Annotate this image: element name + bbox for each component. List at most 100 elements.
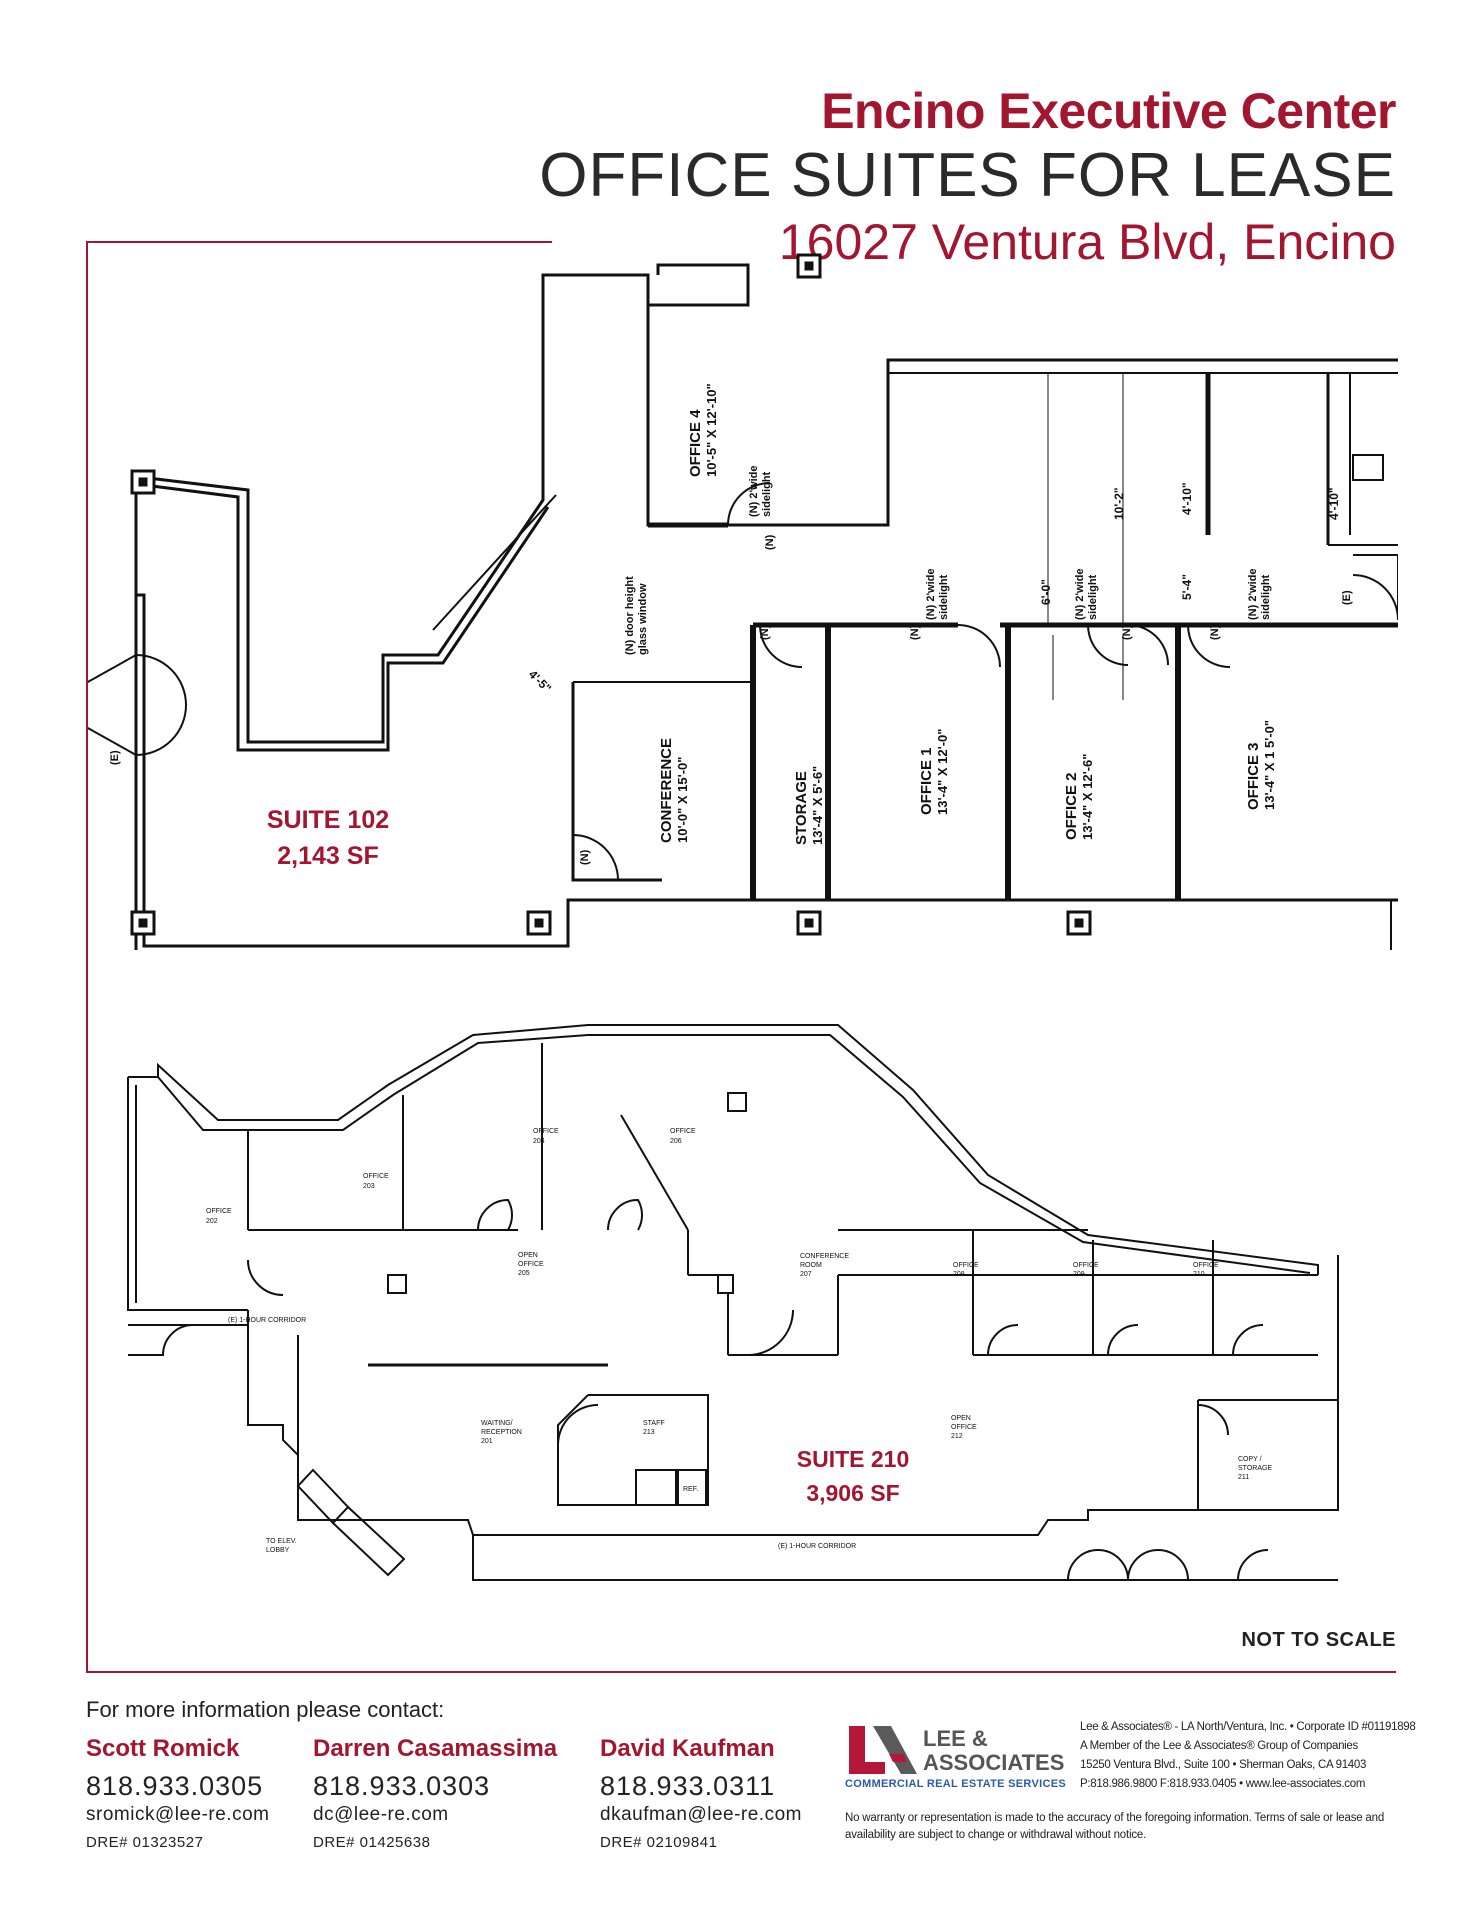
suite-210-area: 3,906 SF bbox=[806, 1480, 899, 1506]
svg-text:sidelight: sidelight bbox=[1087, 574, 1099, 620]
agent-phone[interactable]: 818.933.0311 bbox=[600, 1771, 776, 1801]
svg-text:212: 212 bbox=[951, 1433, 963, 1440]
conference-label: CONFERENCE 10'-0" X 15'-0" bbox=[658, 738, 690, 843]
sidelight-note-office4: (N) 2'wide sidelight bbox=[748, 465, 773, 517]
svg-text:WAITING/: WAITING/ bbox=[481, 1420, 513, 1427]
svg-text:OFFICE 2: OFFICE 2 bbox=[1063, 772, 1080, 840]
office-4-label: OFFICE 4 10'-5" X 12'-10" bbox=[687, 383, 719, 477]
svg-text:OFFICE 4: OFFICE 4 bbox=[687, 409, 704, 477]
suite-102-name: SUITE 102 bbox=[267, 806, 389, 834]
svg-text:(N): (N) bbox=[579, 849, 591, 865]
suite-210-columns bbox=[387, 1092, 747, 1294]
svg-text:OFFICE: OFFICE bbox=[951, 1424, 977, 1431]
page-title: Encino Executive Center bbox=[821, 83, 1396, 139]
svg-text:10'-2": 10'-2" bbox=[1112, 487, 1126, 520]
svg-text:ROOM: ROOM bbox=[800, 1262, 822, 1269]
frame-top-rule bbox=[86, 241, 552, 243]
agent-name: David Kaufman bbox=[600, 1735, 775, 1762]
svg-text:OFFICE: OFFICE bbox=[670, 1128, 696, 1135]
svg-text:4'-10": 4'-10" bbox=[1180, 482, 1194, 515]
agent-dre: DRE# 01323527 bbox=[86, 1834, 204, 1851]
svg-text:OFFICE 1: OFFICE 1 bbox=[918, 747, 935, 815]
firm-line-2: A Member of the Lee & Associates® Group … bbox=[1080, 1740, 1358, 1752]
svg-text:(N): (N) bbox=[1209, 624, 1221, 640]
svg-text:204: 204 bbox=[533, 1138, 545, 1145]
agent-email[interactable]: sromick@lee-re.com bbox=[86, 1804, 270, 1825]
disclaimer: No warranty or representation is made to… bbox=[845, 1812, 1385, 1841]
svg-text:6'-0": 6'-0" bbox=[1039, 579, 1053, 605]
sidelight-note-office3: (N) 2'wide sidelight bbox=[1247, 568, 1272, 620]
svg-text:(N) 2'wide: (N) 2'wide bbox=[925, 568, 937, 620]
svg-text:sidelight: sidelight bbox=[938, 574, 950, 620]
sidelight-note-office2: (N) 2'wide sidelight bbox=[1074, 568, 1099, 620]
frame-bottom-rule bbox=[86, 1671, 1396, 1673]
agent-email[interactable]: dkaufman@lee-re.com bbox=[600, 1804, 802, 1825]
contact-heading: For more information please contact: bbox=[86, 1697, 445, 1722]
svg-text:4'-5": 4'-5" bbox=[526, 667, 554, 695]
svg-text:203: 203 bbox=[363, 1183, 375, 1190]
storage-label: STORAGE 13'-4" X 5'-6" bbox=[793, 766, 825, 845]
svg-text:STORAGE: STORAGE bbox=[1238, 1465, 1272, 1472]
svg-text:(N) door height: (N) door height bbox=[624, 576, 636, 655]
agent-card-kaufman: David Kaufman 818.933.0311 dkaufman@lee-… bbox=[600, 1735, 802, 1851]
svg-text:sidelight: sidelight bbox=[761, 471, 773, 517]
svg-text:(N): (N) bbox=[909, 624, 921, 640]
logo-line-1: LEE & bbox=[923, 1726, 988, 1751]
svg-text:210: 210 bbox=[1193, 1271, 1205, 1278]
firm-line-3: 15250 Ventura Blvd., Suite 100 • Sherman… bbox=[1080, 1759, 1367, 1771]
svg-text:CONFERENCE: CONFERENCE bbox=[800, 1253, 849, 1260]
svg-text:OFFICE: OFFICE bbox=[363, 1173, 389, 1180]
agent-email[interactable]: dc@lee-re.com bbox=[313, 1804, 449, 1825]
svg-text:(E): (E) bbox=[109, 750, 121, 765]
svg-text:OPEN: OPEN bbox=[951, 1415, 971, 1422]
svg-text:OFFICE: OFFICE bbox=[206, 1208, 232, 1215]
agent-phone[interactable]: 818.933.0305 bbox=[86, 1771, 264, 1801]
svg-text:207: 207 bbox=[800, 1271, 812, 1278]
suite-210-room-labels: OFFICE 202 OFFICE 203 OFFICE 204 OFFICE … bbox=[206, 1128, 1272, 1554]
svg-text:OFFICE: OFFICE bbox=[1073, 1262, 1099, 1269]
new-markers: (N) (N) (N) (N) (N) (N) bbox=[579, 534, 1221, 865]
svg-text:10'-5" X 12'-10": 10'-5" X 12'-10" bbox=[704, 383, 719, 477]
svg-text:5'-4": 5'-4" bbox=[1180, 574, 1194, 600]
svg-text:OFFICE: OFFICE bbox=[1193, 1262, 1219, 1269]
svg-text:OFFICE: OFFICE bbox=[533, 1128, 559, 1135]
office-3-label: OFFICE 3 13'-4" X 1 5'-0" bbox=[1245, 720, 1277, 810]
svg-text:13'-4" X 12'-6": 13'-4" X 12'-6" bbox=[1080, 754, 1095, 840]
svg-text:OFFICE 3: OFFICE 3 bbox=[1245, 742, 1262, 810]
la-mark-icon bbox=[849, 1726, 917, 1774]
firm-line-4[interactable]: P:818.986.9800 F:818.933.0405 • www.lee-… bbox=[1080, 1778, 1366, 1790]
svg-text:206: 206 bbox=[670, 1138, 682, 1145]
agent-phone[interactable]: 818.933.0303 bbox=[313, 1771, 491, 1801]
agent-card-casamassima: Darren Casamassima 818.933.0303 dc@lee-r… bbox=[313, 1735, 557, 1851]
svg-text:(E): (E) bbox=[1341, 590, 1353, 605]
agent-dre: DRE# 01425638 bbox=[313, 1834, 431, 1851]
lee-associates-logo: LEE & ASSOCIATES COMMERCIAL REAL ESTATE … bbox=[845, 1724, 1070, 1796]
firm-line-1: Lee & Associates® - LA North/Ventura, In… bbox=[1080, 1721, 1416, 1733]
svg-text:STAFF: STAFF bbox=[643, 1420, 665, 1427]
svg-text:glass window: glass window bbox=[637, 583, 649, 655]
suite-102-area: 2,143 SF bbox=[277, 842, 378, 870]
floor-plans: SUITE 102 2,143 SF OFFICE 4 10'-5" X 12'… bbox=[88, 253, 1398, 1581]
svg-text:209: 209 bbox=[1073, 1271, 1085, 1278]
agent-name: Darren Casamassima bbox=[313, 1735, 558, 1762]
svg-text:OPEN: OPEN bbox=[518, 1252, 538, 1259]
frame-left-rule bbox=[86, 241, 88, 1673]
svg-text:(N) 2'wide: (N) 2'wide bbox=[748, 465, 760, 517]
property-address: 16027 Ventura Blvd, Encino bbox=[778, 214, 1396, 270]
agent-dre: DRE# 02109841 bbox=[600, 1834, 718, 1851]
office-2-label: OFFICE 2 13'-4" X 12'-6" bbox=[1063, 754, 1095, 840]
suite-102-plan bbox=[88, 263, 1398, 950]
agent-card-romick: Scott Romick 818.933.0305 sromick@lee-re… bbox=[86, 1735, 269, 1851]
svg-text:sidelight: sidelight bbox=[1260, 574, 1272, 620]
svg-text:STORAGE: STORAGE bbox=[793, 771, 810, 845]
not-to-scale-note: NOT TO SCALE bbox=[1241, 1629, 1396, 1651]
svg-text:(N): (N) bbox=[764, 534, 776, 550]
svg-text:13'-4" X 12'-0": 13'-4" X 12'-0" bbox=[935, 729, 950, 815]
svg-text:201: 201 bbox=[481, 1438, 493, 1445]
svg-text:(N): (N) bbox=[1121, 624, 1133, 640]
page-subtitle: OFFICE SUITES FOR LEASE bbox=[539, 141, 1396, 210]
svg-text:(E) 1-HOUR CORRIDOR: (E) 1-HOUR CORRIDOR bbox=[778, 1543, 856, 1550]
svg-text:4'-10": 4'-10" bbox=[1327, 487, 1341, 520]
svg-text:208: 208 bbox=[953, 1271, 965, 1278]
svg-text:(E) 1-HOUR CORRIDOR: (E) 1-HOUR CORRIDOR bbox=[228, 1317, 306, 1324]
